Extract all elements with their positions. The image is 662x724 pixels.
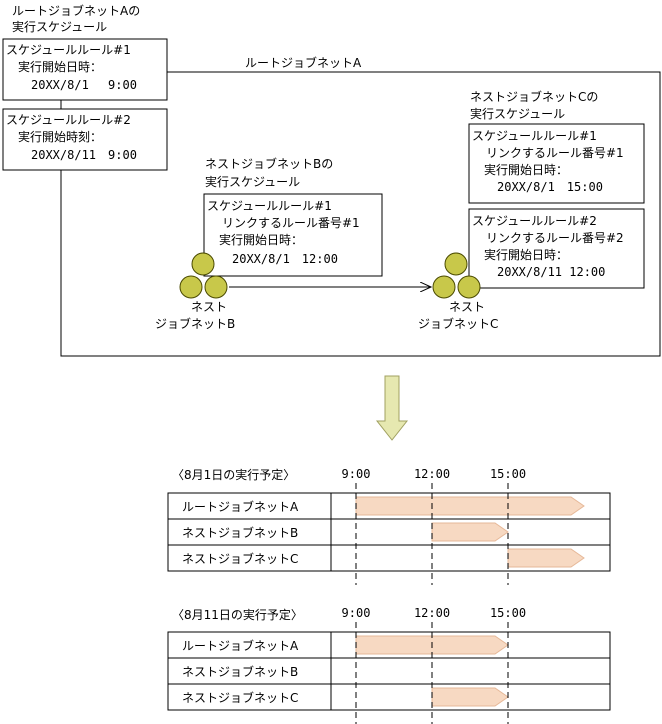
down-arrow-icon	[375, 375, 409, 441]
nest-c-rule2-box	[468, 208, 645, 289]
nest-c-rule2-value: 20XX/8/11 12:00	[497, 265, 605, 279]
nest-c-rule1-box	[468, 123, 645, 204]
nest-jobnet-c-label-line1: ネスト	[449, 300, 485, 314]
nest-c-schedule-heading-line2: 実行スケジュール	[470, 106, 565, 121]
nest-c-rule2-label: 実行開始日時：	[484, 247, 568, 262]
nest-jobnet-c-icon	[432, 252, 481, 299]
time-label: 9:00	[342, 606, 371, 620]
timeline-table: 〈8月11日の実行予定〉 9:00 12:00 15:00 ルートジョブネットA ネストジ…	[167, 606, 611, 724]
timeline-title: 〈8月1日の実行予定〉	[172, 467, 295, 482]
nest-c-rule1-link: リンクするルール番号#1	[486, 146, 624, 160]
root-rule2-label: 実行開始時刻：	[18, 129, 102, 144]
row-name: ルートジョブネットA	[182, 499, 299, 514]
root-jobnet-label: ルートジョブネットA	[245, 55, 362, 70]
schedule-bar	[355, 496, 585, 516]
nest-jobnet-b-label-line1: ネスト	[191, 300, 227, 314]
time-label: 9:00	[342, 467, 371, 481]
schedule-bar	[507, 548, 585, 568]
timeline-title: 〈8月11日の実行予定〉	[172, 607, 303, 622]
root-rule1-value: 20XX/8/1 9:00	[31, 78, 137, 92]
root-schedule-heading-line1: ルートジョブネットAの	[12, 3, 140, 18]
row-name: ネストジョブネットC	[182, 690, 298, 705]
root-rule1-box	[2, 38, 168, 101]
row-name: ネストジョブネットB	[182, 664, 298, 679]
root-schedule-heading-line2: 実行スケジュール	[12, 19, 107, 34]
nest-b-schedule-heading-line2: 実行スケジュール	[205, 174, 300, 189]
time-label: 12:00	[414, 606, 450, 620]
nest-c-rule2-title: スケジュールルール#2	[472, 214, 597, 228]
nest-c-rule1-label: 実行開始日時：	[484, 162, 568, 177]
time-label: 15:00	[490, 467, 526, 481]
nest-b-rule1-box	[203, 193, 383, 277]
root-rule2-value: 20XX/8/11 9:00	[31, 148, 137, 162]
schedule-bar	[431, 522, 509, 542]
time-label: 15:00	[490, 606, 526, 620]
row-name: ネストジョブネットB	[182, 525, 298, 540]
nest-c-rule1-value: 20XX/8/1 15:00	[497, 180, 603, 194]
nest-c-schedule-heading-line1: ネストジョブネットCの	[470, 89, 598, 104]
time-label: 12:00	[414, 467, 450, 481]
timeline-frame	[167, 492, 611, 572]
row-name: ネストジョブネットC	[182, 551, 298, 566]
nest-b-rule1-link: リンクするルール番号#1	[222, 216, 360, 230]
timeline-tables: 〈8月1日の実行予定〉 9:00 12:00 15:00 ルートジョブネットA ネストジョ…	[167, 467, 611, 724]
nest-c-rule2-link: リンクするルール番号#2	[486, 231, 624, 245]
root-jobnet-frame	[60, 71, 661, 357]
schedule-bar	[431, 687, 509, 707]
nest-jobnet-b-label-line2: ジョブネットB	[155, 316, 235, 331]
root-rule1-title: スケジュールルール#1	[6, 43, 131, 57]
row-name: ルートジョブネットA	[182, 638, 299, 653]
root-rule2-box	[2, 108, 168, 171]
timeline-table: 〈8月1日の実行予定〉 9:00 12:00 15:00 ルートジョブネットA ネストジョ…	[167, 467, 611, 585]
nest-b-rule1-title: スケジュールルール#1	[207, 199, 332, 213]
root-rule2-title: スケジュールルール#2	[6, 113, 131, 127]
nest-b-schedule-heading-line1: ネストジョブネットBの	[205, 156, 333, 171]
nest-jobnet-c-label-line2: ジョブネットC	[418, 316, 498, 331]
root-rule1-label: 実行開始日時：	[18, 59, 102, 74]
nest-b-rule1-label: 実行開始日時：	[219, 232, 303, 247]
timeline-frame	[167, 631, 611, 711]
nest-c-rule1-title: スケジュールルール#1	[472, 129, 597, 143]
nest-jobnet-b-icon	[179, 252, 228, 299]
nest-b-rule1-value: 20XX/8/1 12:00	[232, 252, 338, 266]
